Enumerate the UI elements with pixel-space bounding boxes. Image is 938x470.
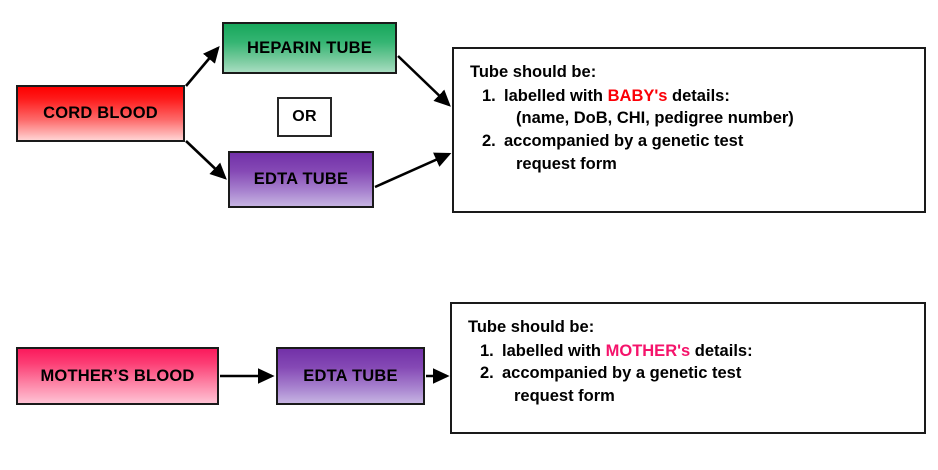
list-item: 1. labelled with BABY's details: [470, 86, 924, 108]
list-item-subtext: (name, DoB, CHI, pedigree number) [516, 109, 794, 128]
arrow-edta-to-callout [374, 152, 452, 189]
node-cord-blood: CORD BLOOD [16, 85, 185, 142]
list-item-body: labelled with BABY's details: [504, 86, 924, 108]
list-item-text-before: labelled with [502, 341, 606, 360]
list-item-number: 2. [482, 132, 496, 151]
list-item-highlight: MOTHER's [605, 341, 691, 360]
list-item-subtext: request form [516, 154, 617, 173]
list-item-text-after: details: [690, 341, 753, 360]
list-item-subtext-row: (name, DoB, CHI, pedigree number) [470, 108, 924, 130]
callout-mother-list: 1. labelled with MOTHER's details: 2. ac… [468, 341, 924, 408]
node-heparin-tube-label: HEPARIN TUBE [247, 38, 372, 57]
callout-baby-list: 1. labelled with BABY's details: (name, … [470, 86, 924, 176]
node-mother-blood: MOTHER’S BLOOD [16, 347, 219, 405]
arrow-cord-to-heparin [185, 46, 220, 87]
list-item: 2. accompanied by a genetic test [470, 131, 924, 153]
node-edta-tube-top-label: EDTA TUBE [253, 170, 349, 189]
callout-mother-heading: Tube should be: [468, 318, 595, 336]
list-item-subtext-row: request form [468, 386, 924, 408]
node-edta-tube-bottom-label: EDTA TUBE [303, 366, 398, 385]
list-item-number: 1. [480, 341, 494, 360]
callout-baby-details: Tube should be: 1. labelled with BABY's … [452, 47, 926, 213]
list-item: 2. accompanied by a genetic test [468, 363, 924, 385]
node-or-label: OR [292, 108, 317, 126]
list-item-highlight: BABY's [607, 86, 668, 105]
list-item-number: 1. [482, 86, 496, 105]
node-mother-blood-label: MOTHER’S BLOOD [40, 366, 195, 385]
node-or-connector: OR [277, 97, 332, 137]
node-edta-tube-top: EDTA TUBE [228, 151, 374, 208]
list-item-body: accompanied by a genetic test [502, 364, 742, 383]
list-item-number: 2. [480, 364, 494, 383]
list-item-body: labelled with MOTHER's details: [502, 341, 924, 363]
list-item-text-after: details: [667, 86, 730, 105]
arrow-cord-to-edta [185, 140, 227, 180]
callout-mother-details: Tube should be: 1. labelled with MOTHER'… [450, 302, 926, 434]
node-heparin-tube: HEPARIN TUBE [222, 22, 397, 74]
list-item-text-before: labelled with [504, 86, 608, 105]
arrow-heparin-to-callout [397, 55, 451, 107]
node-cord-blood-label: CORD BLOOD [43, 104, 158, 123]
list-item-subtext-row: request form [470, 154, 924, 176]
node-edta-tube-bottom: EDTA TUBE [276, 347, 425, 405]
list-item: 1. labelled with MOTHER's details: [468, 341, 924, 363]
list-item-body: accompanied by a genetic test [504, 132, 744, 151]
list-item-subtext: request form [514, 387, 615, 406]
callout-baby-heading: Tube should be: [470, 63, 597, 81]
